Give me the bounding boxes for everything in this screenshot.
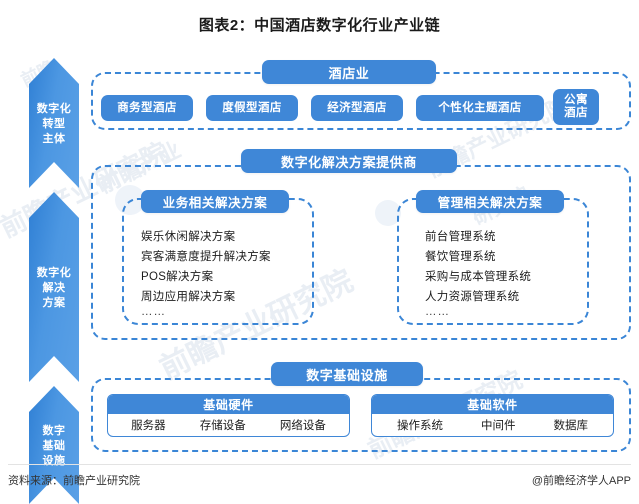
infrastructure-card-software: 基础软件 操作系统 中间件 数据库 — [371, 394, 614, 437]
management-solution-item: 采购与成本管理系统 — [425, 271, 532, 283]
management-solution-item: 前台管理系统 — [425, 231, 496, 243]
hotel-industry-header: 酒店业 — [262, 60, 436, 84]
business-solution-item: 周边应用解决方案 — [141, 291, 236, 303]
business-solution-item: 娱乐休闲解决方案 — [141, 231, 236, 243]
business-solutions-header: 业务相关解决方案 — [141, 190, 289, 213]
infrastructure-header: 数字基础设施 — [271, 362, 423, 386]
business-solution-item: POS解决方案 — [141, 271, 214, 283]
software-item: 中间件 — [481, 419, 516, 432]
page-title: 图表2：中国酒店数字化行业产业链 — [198, 17, 441, 34]
rail-segment-digital-solutions: 数字化 解决 方案 — [29, 192, 79, 382]
solution-providers-header: 数字化解决方案提供商 — [241, 149, 457, 173]
hardware-item: 存储设备 — [199, 419, 246, 432]
hotel-chip-apartment-line1: 公寓 — [564, 94, 588, 106]
hardware-card-items: 服务器 存储设备 网络设备 — [108, 414, 349, 435]
hardware-item: 网络设备 — [279, 419, 326, 432]
management-solution-item: 餐饮管理系统 — [425, 251, 496, 263]
app-credit-label: @前瞻经济学人APP — [531, 475, 631, 487]
software-item: 操作系统 — [397, 419, 443, 432]
hotel-chip-apartment[interactable]: 公寓 酒店 — [553, 89, 599, 125]
rail-segment-label: 数字化 转型 主体 — [36, 103, 72, 145]
rail-segment-label: 数字 基础 设施 — [42, 425, 66, 467]
source-label: 资料来源：前瞻产业研究院 — [8, 475, 140, 487]
hotel-chip-apartment-line2: 酒店 — [564, 107, 588, 119]
hotel-chip-themed[interactable]: 个性化主题酒店 — [416, 95, 544, 121]
management-solution-item-more: …… — [425, 306, 450, 318]
hardware-card-header: 基础硬件 — [108, 395, 349, 414]
hotel-chip-business[interactable]: 商务型酒店 — [101, 95, 193, 121]
rail-segment-transformation-subject: 数字化 转型 主体 — [29, 58, 79, 188]
management-solutions-header: 管理相关解决方案 — [416, 190, 564, 213]
stage-arrow-rail: 数字化 转型 主体 数字化 解决 方案 数字 基础 设施 — [29, 58, 79, 504]
software-card-items: 操作系统 中间件 数据库 — [372, 414, 613, 435]
footer-divider — [8, 464, 631, 465]
management-solution-item: 人力资源管理系统 — [425, 291, 520, 303]
software-card-header: 基础软件 — [372, 395, 613, 414]
hotel-chip-economy[interactable]: 经济型酒店 — [311, 95, 403, 121]
business-solution-item-more: …… — [141, 306, 166, 318]
hardware-item: 服务器 — [131, 419, 166, 432]
software-item: 数据库 — [553, 419, 589, 432]
infrastructure-card-hardware: 基础硬件 服务器 存储设备 网络设备 — [107, 394, 350, 437]
rail-segment-label: 数字化 解决 方案 — [36, 267, 72, 309]
hotel-chip-resort[interactable]: 度假型酒店 — [206, 95, 298, 121]
business-solution-item: 宾客满意度提升解决方案 — [141, 251, 271, 263]
